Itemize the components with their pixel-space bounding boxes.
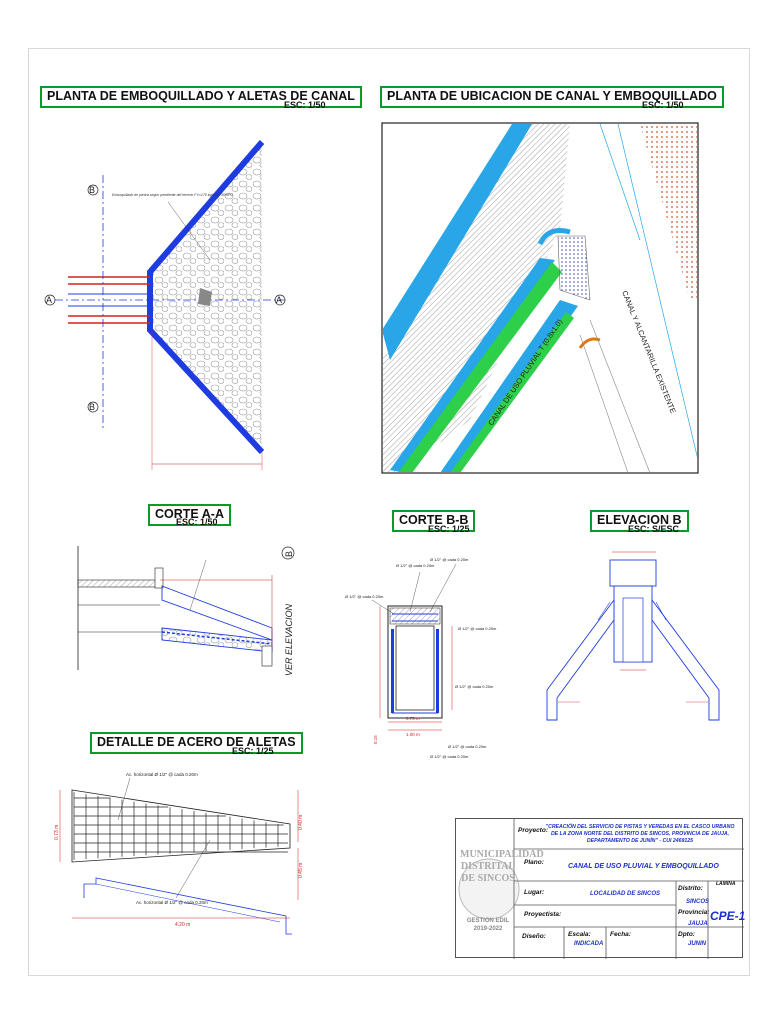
emboquillado-note: Emboquillado de piedra segun pendiente d… (112, 193, 233, 197)
dim-073: 0.73 m (54, 825, 60, 840)
corte-bb-drawing: Ø 1/2" @ cada 0.20m Ø 1/2" @ cada 0.20m … (345, 557, 497, 759)
marker-b-bottom: B (89, 402, 95, 412)
scale-planta-ubicacion: ESC: 1/50 (642, 100, 684, 110)
plano-value: CANAL DE USO PLUVIAL Y EMBOQUILLADO (568, 863, 719, 870)
lugar-value: LOCALIDAD DE SINCOS (590, 891, 661, 897)
ac-horizontal-top: Ac. horizontal Ø 1/2" @ cada 0.20m (126, 772, 198, 777)
dpto-value: JUNIN (688, 941, 707, 947)
ac-horizontal-bottom: Ac. horizontal Ø 1/2" @ cada 0.20m (136, 900, 208, 905)
title-planta-emboquillado: PLANTA DE EMBOQUILLADO Y ALETAS DE CANAL (40, 86, 362, 108)
escala-value: INDICADA (574, 941, 604, 947)
provincia-value: JAUJA (688, 921, 708, 927)
title-corte-bb: CORTE B-B (392, 510, 476, 532)
proyecto-value: "CREACIÓN DEL SERVICIO DE PISTAS Y VERED… (545, 824, 735, 844)
marker-a-left: A (46, 295, 52, 305)
escala-label: Escala: (568, 931, 591, 938)
bb-rebar-label-7: Ø 1/2" @ cada 0.20m (430, 754, 469, 759)
scale-detalle-acero: ESC: 1/25 (232, 746, 274, 756)
proyecto-label: Proyecto: (518, 827, 548, 834)
detalle-acero-drawing: 0.73 m 0.40 m 0.45 m 4.20 m Ac. horizont… (54, 772, 304, 935)
bb-rebar-label-4: Ø 1/2" @ cada 0.20m (458, 626, 497, 631)
dim-420: 4.20 m (175, 922, 190, 928)
dim-040: 0.40 m (298, 815, 304, 830)
title-planta-ubicacion: PLANTA DE UBICACION DE CANAL Y EMBOQUILL… (380, 86, 724, 108)
diseno-label: Diseño: (522, 933, 546, 940)
bb-rebar-label-5: Ø 1/2" @ cada 0.20m (455, 684, 494, 689)
scale-elevacion-b: ESC: S/ESC (628, 524, 680, 534)
title-block: MUNICIPALIDAD DISTRITAL DE SINCOS GESTIO… (455, 818, 746, 959)
scale-planta-emboquillado: ESC: 1/50 (284, 100, 326, 110)
bb-rebar-label-2: Ø 1/2" @ cada 0.20m (430, 557, 469, 562)
bb-dim-015: 0.15 (373, 735, 378, 744)
provincia-label: Provincia: (678, 909, 710, 916)
proyectista-label: Proyectista: (524, 911, 562, 918)
ver-elevacion-label: VER ELEVACION (284, 603, 294, 676)
bb-dim-100: 1.00 m (406, 732, 420, 737)
planta-emboquillado-drawing: A A B B Emboquillado de piedra segun pen… (44, 140, 286, 470)
scale-corte-bb: ESC: 1/25 (428, 524, 470, 534)
planta-ubicacion-drawing: CANAL DE USO PLUVIAL T (0.8x1.0) CANAL Y… (381, 122, 699, 474)
bb-rebar-label-6: Ø 1/2" @ cada 0.20m (448, 744, 487, 749)
title-corte-aa: CORTE A-A (148, 504, 231, 526)
fecha-label: Fecha: (610, 931, 631, 938)
plano-label: Plano: (524, 859, 544, 866)
drawing-sheet (28, 48, 750, 976)
bb-dim-070: 0.70 m (406, 716, 420, 721)
bb-rebar-label-1: Ø 1/2" @ cada 0.20m (396, 563, 435, 568)
dpto-label: Dpto: (678, 931, 695, 938)
bb-rebar-label-3: Ø 1/2" @ cada 0.20m (345, 594, 384, 599)
title-elevacion-b: ELEVACION B (590, 510, 689, 532)
distrito-value: SINCOS (686, 899, 710, 905)
rebar-grid (73, 792, 288, 860)
scale-corte-aa: ESC: 1/50 (176, 517, 218, 527)
corte-aa-drawing: VER ELEVACION B (77, 546, 295, 676)
lamina-label: LAMINA (716, 881, 736, 887)
elevacion-b-drawing (546, 551, 720, 721)
lamina-value: CPE-1 (710, 909, 746, 923)
title-detalle-acero: DETALLE DE ACERO DE ALETAS (90, 732, 303, 754)
lugar-label: Lugar: (524, 889, 545, 896)
municipalidad-logo-text: MUNICIPALIDAD DISTRITAL DE SINCOS (460, 849, 544, 884)
marker-a-right: A (276, 295, 282, 305)
dim-045: 0.45 m (298, 863, 304, 878)
marker-b-elev: B (284, 551, 294, 557)
marker-b-top: B (89, 185, 95, 195)
distrito-label: Distrito: (678, 885, 703, 892)
gestion-text: GESTION EDIL 2019-2022 (466, 918, 510, 932)
